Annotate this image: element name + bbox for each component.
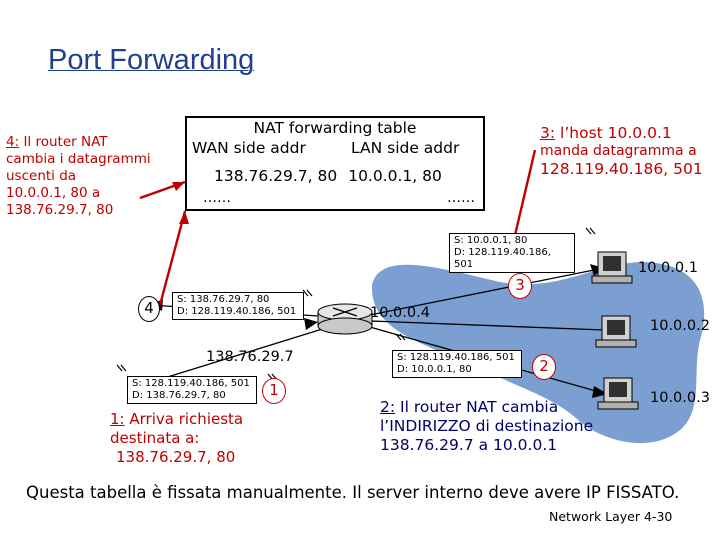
host-ip-label: 10.0.0.3 [650,390,710,406]
slide-title: Port Forwarding [48,44,255,76]
packet-source: S: 10.0.0.1, 80 [454,235,528,246]
slide-footer: Network Layer 4-30 [549,509,673,524]
step4-line: 138.76.29.7, 80 [6,202,114,218]
packet-source: S: 138.76.29.7, 80 [177,294,270,305]
step1-text: 1: Arriva richiesta destinata a: 138.76.… [110,410,243,467]
step2-line: 138.76.29.7 a 10.0.0.1 [380,436,558,454]
step-marker-3: 3 [508,273,532,299]
packet-3: S: 10.0.0.1, 80 D: 128.119.40.186, 501 [449,233,575,273]
step2-line: l’INDIRIZZO di destinazione [380,417,594,435]
step1-line: Arriva richiesta [129,410,244,428]
step1-line: 138.76.29.7, 80 [116,448,236,466]
nat-forwarding-table: NAT forwarding table WAN side addr LAN s… [185,116,485,211]
step-marker-4: 4 [138,296,160,322]
host-10002-icon [595,315,637,348]
step-marker-1: 1 [262,378,286,404]
lan-dots: …… [447,190,475,206]
packet-4: S: 138.76.29.7, 80 D: 128.119.40.186, 50… [172,292,304,320]
step3-number: 3: [540,124,556,142]
host-10003-icon [597,377,639,410]
host-ip-label: 10.0.0.1 [638,260,698,276]
packet-destination: D: 10.0.0.1, 80 [397,364,472,375]
step2-text: 2: Il router NAT cambia l’INDIRIZZO di d… [380,398,593,455]
packet-1: S: 128.119.40.186, 501 D: 138.76.29.7, 8… [127,376,257,404]
router-icon [317,303,373,335]
wan-value: 138.76.29.7, 80 [214,167,338,185]
step4-line: 10.0.0.1, 80 a [6,185,101,201]
bottom-note: Questa tabella è fissata manualmente. Il… [26,483,680,502]
step2-line: Il router NAT cambia [400,398,559,416]
step4-number: 4: [6,134,20,150]
lan-value: 10.0.0.1, 80 [348,167,442,185]
step4-line: cambia i datagrammi [6,151,151,167]
packet-destination: D: 128.119.40.186, 501 [454,247,551,270]
router-lan-ip: 10.0.0.4 [370,305,430,321]
host-10001-icon [591,251,633,284]
step3-text: 3: l’host 10.0.0.1 manda datagramma a 12… [540,124,703,178]
step1-number: 1: [110,410,125,428]
packet-destination: D: 128.119.40.186, 501 [177,306,297,317]
step4-text: 4: Il router NAT cambia i datagrammi usc… [6,134,151,219]
wan-dots: …… [203,190,231,206]
step-marker-2: 2 [532,354,556,380]
host-ip-label: 10.0.0.2 [650,318,710,334]
step2-number: 2: [380,398,396,416]
step4-line: Il router NAT [23,134,108,150]
wan-header: WAN side addr [192,139,306,157]
packet-2: S: 128.119.40.186, 501 D: 10.0.0.1, 80 [392,350,522,378]
step3-line: l’host 10.0.0.1 [560,124,672,142]
packet-source: S: 128.119.40.186, 501 [397,352,515,363]
packet-source: S: 128.119.40.186, 501 [132,378,250,389]
packet-destination: D: 138.76.29.7, 80 [132,390,226,401]
step1-line: destinata a: [110,429,200,447]
step3-line: manda datagramma a [540,143,697,159]
nat-table-row: 138.76.29.7, 80 10.0.0.1, 80 [214,167,448,185]
lan-header: LAN side addr [351,139,460,157]
router-wan-ip: 138.76.29.7 [206,349,294,365]
nat-table-title: NAT forwarding table [253,119,417,137]
step4-line: uscenti da [6,168,77,184]
step3-line: 128.119.40.186, 501 [540,160,703,178]
